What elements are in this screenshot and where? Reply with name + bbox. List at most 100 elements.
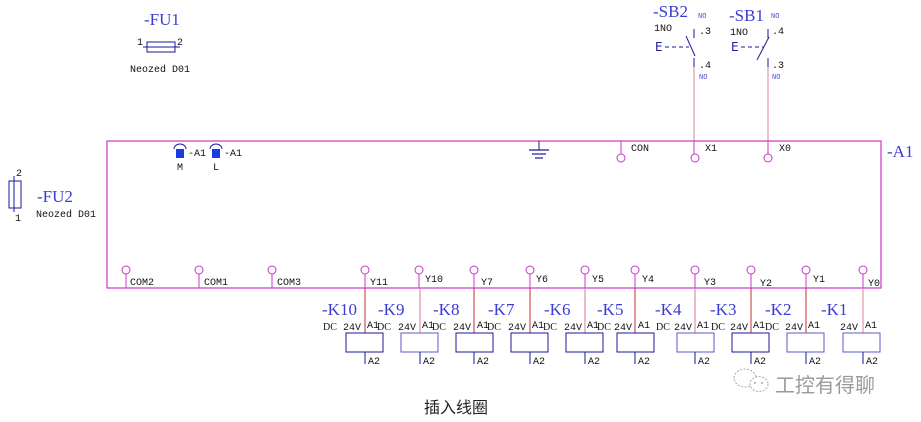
fuse-fu1-body bbox=[146, 41, 176, 53]
coil-k1[interactable]: -K1 24V A1 A2 bbox=[821, 288, 881, 368]
svg-text:Y3: Y3 bbox=[704, 278, 716, 289]
sb2-contact-type: 1NO bbox=[654, 24, 672, 35]
terminal-l-icon bbox=[212, 149, 220, 158]
svg-text:A2: A2 bbox=[698, 357, 710, 368]
svg-text:24V: 24V bbox=[343, 323, 361, 334]
terminal-y10[interactable]: Y10 bbox=[414, 265, 443, 288]
coil-k3[interactable]: -K3 DC 24V A1 A2 bbox=[710, 288, 770, 368]
svg-text:Y0: Y0 bbox=[868, 279, 880, 290]
svg-text:-K4: -K4 bbox=[655, 300, 682, 319]
coil-k8[interactable]: -K8 DC 24V A1 A2 bbox=[432, 288, 494, 368]
svg-text:X0: X0 bbox=[779, 144, 791, 155]
svg-text:DC: DC bbox=[711, 322, 725, 333]
svg-text:COM1: COM1 bbox=[204, 278, 228, 289]
coil-k9-body bbox=[400, 332, 439, 353]
coil-k2-body bbox=[786, 332, 825, 353]
plc-a1[interactable]: -A1 -A1 M -A1 L CON bbox=[106, 140, 913, 290]
terminal-x1[interactable]: X1 bbox=[690, 141, 717, 163]
svg-text:-K3: -K3 bbox=[710, 300, 736, 319]
svg-text:24V: 24V bbox=[398, 323, 416, 334]
figure-caption: 插入线圈 bbox=[424, 398, 488, 417]
svg-text:DC: DC bbox=[377, 322, 391, 333]
svg-text:DC: DC bbox=[432, 322, 446, 333]
coil-k8-body bbox=[455, 332, 494, 353]
svg-text:-K8: -K8 bbox=[433, 300, 459, 319]
svg-text:Y6: Y6 bbox=[536, 275, 548, 286]
pushbutton-sb2[interactable]: -SB2 NO 1NO .3 E .4 NO bbox=[653, 2, 711, 152]
terminal-com1[interactable]: COM1 bbox=[194, 265, 228, 289]
svg-text:Y1: Y1 bbox=[813, 275, 825, 286]
svg-text:Y11: Y11 bbox=[370, 278, 388, 289]
terminal-y7[interactable]: Y7 bbox=[469, 265, 493, 289]
svg-text:A1: A1 bbox=[865, 321, 877, 332]
sb1-bottom-tag: NO bbox=[772, 74, 780, 82]
coil-k2[interactable]: -K2 DC 24V A1 A2 bbox=[765, 288, 825, 368]
coil-k5-body bbox=[616, 332, 655, 353]
svg-text:24V: 24V bbox=[785, 323, 803, 334]
fu2-pin2: 2 bbox=[16, 169, 22, 180]
svg-text:DC: DC bbox=[487, 322, 501, 333]
sb2-bottom-tag: NO bbox=[699, 74, 707, 82]
coil-k4[interactable]: -K4 DC 24V A1 A2 bbox=[655, 288, 715, 368]
terminal-x0[interactable]: X0 bbox=[763, 141, 791, 163]
svg-text:DC: DC bbox=[765, 322, 779, 333]
fu1-ref: -FU1 bbox=[144, 10, 180, 29]
svg-text:CON: CON bbox=[631, 144, 649, 155]
terminal-m-icon bbox=[176, 149, 184, 158]
svg-text:A2: A2 bbox=[368, 357, 380, 368]
terminal-y0[interactable]: Y0 bbox=[858, 265, 880, 290]
terminal-y6[interactable]: Y6 bbox=[525, 265, 548, 288]
svg-text:24V: 24V bbox=[614, 323, 632, 334]
svg-text:A2: A2 bbox=[423, 357, 435, 368]
terminal-y11[interactable]: Y11 bbox=[360, 265, 388, 289]
svg-text:A1: A1 bbox=[697, 321, 709, 332]
svg-text:A1: A1 bbox=[422, 321, 434, 332]
coil-k10-body bbox=[345, 332, 384, 353]
svg-text:Y5: Y5 bbox=[592, 275, 604, 286]
terminal-circle-icon bbox=[616, 153, 626, 163]
terminal-l-ref: -A1 bbox=[224, 149, 242, 160]
sb1-bottom-pin: .3 bbox=[772, 61, 784, 72]
svg-text:DC: DC bbox=[323, 322, 337, 333]
sb1-contact-type: 1NO bbox=[730, 28, 748, 39]
terminal-l-label: L bbox=[213, 163, 219, 174]
terminal-y4[interactable]: Y4 bbox=[630, 265, 654, 288]
svg-text:DC: DC bbox=[543, 322, 557, 333]
svg-text:A1: A1 bbox=[638, 321, 650, 332]
terminal-y3[interactable]: Y3 bbox=[690, 265, 716, 289]
terminal-y5[interactable]: Y5 bbox=[580, 265, 604, 288]
svg-text:A1: A1 bbox=[367, 321, 379, 332]
sb1-top-pin: .4 bbox=[772, 27, 784, 38]
coil-k9[interactable]: -K9 DC 24V A1 A2 bbox=[377, 288, 439, 368]
coil-k4-body bbox=[676, 332, 715, 353]
terminal-y1[interactable]: Y1 bbox=[801, 265, 825, 288]
svg-text:24V: 24V bbox=[453, 323, 471, 334]
watermark: 工控有得聊 bbox=[733, 368, 875, 397]
wechat-icon bbox=[733, 368, 769, 392]
terminal-m-ref: -A1 bbox=[188, 149, 206, 160]
terminal-con[interactable]: CON bbox=[616, 141, 649, 163]
svg-text:A2: A2 bbox=[754, 357, 766, 368]
fuse-fu2[interactable]: 2 1 -FU2 Neozed D01 bbox=[8, 169, 96, 225]
svg-text:DC: DC bbox=[597, 322, 611, 333]
coil-k5[interactable]: -K5 DC 24V A1 A2 bbox=[597, 288, 655, 368]
svg-text:-K9: -K9 bbox=[378, 300, 404, 319]
plc-a1-ref: -A1 bbox=[887, 142, 913, 161]
coil-k10[interactable]: -K10 DC 24V A1 A2 bbox=[322, 288, 384, 368]
pushbutton-sb1[interactable]: -SB1 NO 1NO .4 E .3 NO bbox=[729, 6, 784, 152]
svg-text:Y10: Y10 bbox=[425, 275, 443, 286]
svg-text:-K2: -K2 bbox=[765, 300, 791, 319]
svg-text:-K5: -K5 bbox=[597, 300, 623, 319]
terminal-y2[interactable]: Y2 bbox=[746, 265, 772, 290]
power-terminal-l[interactable]: -A1 L bbox=[209, 143, 242, 174]
power-terminal-m[interactable]: -A1 M bbox=[173, 143, 206, 174]
sb2-top-tag: NO bbox=[698, 13, 706, 21]
svg-text:-K1: -K1 bbox=[821, 300, 847, 319]
terminal-com2[interactable]: COM2 bbox=[121, 265, 154, 289]
coil-k7[interactable]: -K7 DC 24V A1 A2 bbox=[487, 288, 549, 368]
svg-text:COM3: COM3 bbox=[277, 278, 301, 289]
svg-text:A1: A1 bbox=[477, 321, 489, 332]
fuse-fu1[interactable]: -FU1 1 2 Neozed D01 bbox=[130, 10, 190, 76]
terminal-com3[interactable]: COM3 bbox=[267, 265, 301, 289]
coil-k6[interactable]: -K6 DC 24V A1 A2 bbox=[543, 288, 604, 368]
